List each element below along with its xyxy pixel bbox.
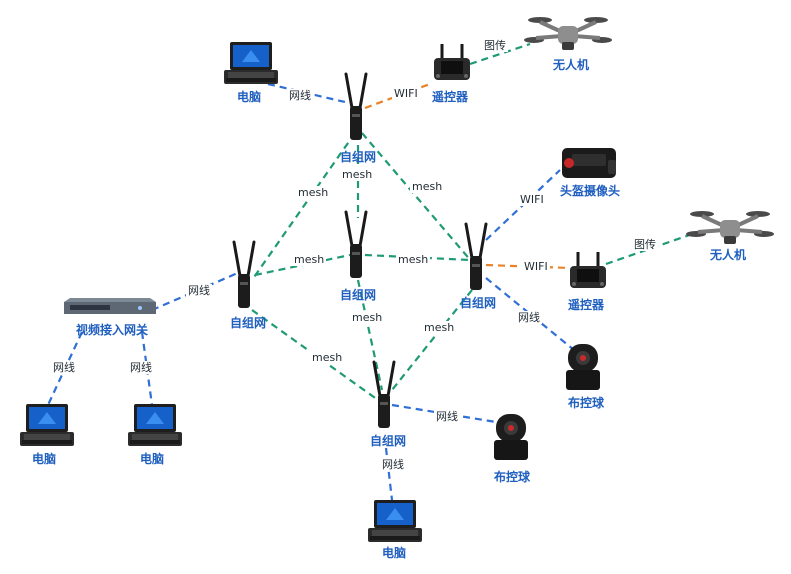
link-label-mesh-left-center: mesh: [292, 253, 327, 266]
node-label-pc-left2: 电脑: [140, 452, 165, 466]
mesh-line-right-bottom: [391, 289, 473, 391]
node-label-helmet-cam: 头盔摄像头: [560, 184, 621, 198]
link-label-mesh-top-center: mesh: [340, 168, 375, 181]
node-label-gateway: 视频接入网关: [76, 323, 149, 337]
link-label-mesh-left-bottom: mesh: [310, 351, 345, 364]
link-label-mesh-top-left: mesh: [296, 186, 331, 199]
node-label-dome-bottom: 布控球: [494, 470, 531, 484]
dome-camera-icon: [566, 344, 600, 390]
helmet-camera-icon: [562, 148, 616, 178]
laptop-icon: [368, 500, 422, 542]
remote-controller-icon: [432, 42, 472, 82]
link-label-tuchuan-top: 图传: [482, 39, 508, 52]
node-label-radio-left: 自组网: [230, 316, 267, 330]
node-label-pc-top: 电脑: [237, 90, 262, 104]
link-label-pc-bottom-net: 网线: [380, 458, 406, 471]
link-label-mesh-center-right: mesh: [396, 253, 431, 266]
link-label-gateway-pc1-net: 网线: [51, 361, 77, 374]
drone-icon: [684, 209, 776, 246]
node-label-dome-right: 布控球: [568, 396, 605, 410]
dome-camera-icon: [494, 414, 528, 460]
node-label-radio-right: 自组网: [460, 296, 497, 310]
radio-icon: [344, 72, 368, 142]
net-line-dome-right: [485, 277, 575, 351]
link-label-wifi-top: WIFI: [392, 87, 420, 100]
net-line-pc-bottom: [384, 447, 394, 501]
radio-icon: [232, 240, 256, 310]
link-label-wifi-helmet: WIFI: [518, 193, 546, 206]
tuchuan-line-top: [469, 42, 531, 66]
link-label-dome-right-net: 网线: [516, 311, 542, 324]
node-label-rc-right: 遥控器: [568, 298, 605, 312]
gateway-icon: [64, 298, 156, 314]
link-label-mesh-right-bottom: mesh: [422, 321, 457, 334]
node-label-radio-bottom: 自组网: [370, 434, 407, 448]
link-label-gateway-net: 网线: [186, 284, 212, 297]
node-label-pc-bottom: 电脑: [382, 546, 407, 560]
net-line-gateway: [151, 270, 241, 312]
radio-icon: [344, 210, 368, 280]
node-label-drone-right: 无人机: [710, 248, 747, 262]
node-label-rc-top: 遥控器: [432, 90, 469, 104]
mesh-line-top-left: [251, 132, 356, 281]
radio-icon: [372, 360, 396, 430]
radio-icon: [464, 222, 488, 292]
remote-controller-icon: [568, 250, 608, 290]
link-label-pc-top-net: 网线: [287, 89, 313, 102]
laptop-icon: [20, 404, 74, 446]
node-label-pc-left1: 电脑: [32, 452, 57, 466]
link-label-tuchuan-right: 图传: [632, 238, 658, 251]
link-label-mesh-center-bottom: mesh: [350, 311, 385, 324]
node-label-radio-center: 自组网: [340, 288, 377, 302]
link-label-wifi-right: WIFI: [522, 260, 550, 273]
link-label-gateway-pc2-net: 网线: [128, 361, 154, 374]
mesh-line-center-bottom: [356, 279, 384, 391]
node-label-radio-top: 自组网: [340, 150, 377, 164]
laptop-icon: [224, 42, 278, 84]
mesh-line-top-right: [361, 132, 473, 263]
laptop-icon: [128, 404, 182, 446]
link-label-mesh-top-right: mesh: [410, 180, 445, 193]
drone-icon: [522, 15, 614, 52]
node-label-drone-top: 无人机: [553, 58, 590, 72]
link-label-dome-bottom-net: 网线: [434, 410, 460, 423]
